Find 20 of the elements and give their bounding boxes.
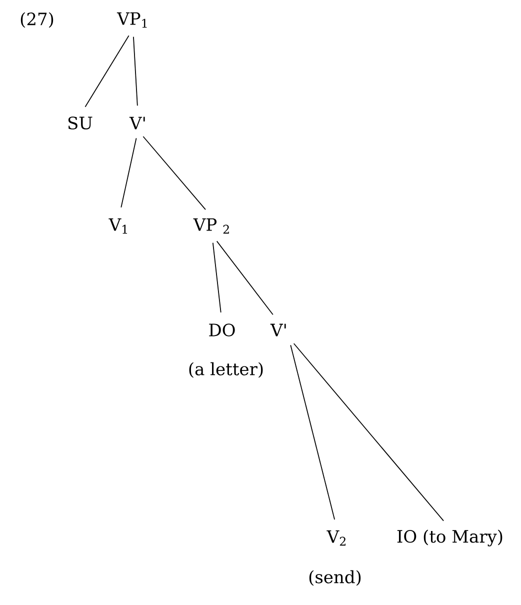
node-note: (a letter) <box>189 362 263 378</box>
tree-branch <box>133 36 138 106</box>
tree-label: VP$_{1}$ <box>116 12 147 28</box>
tree-label: V$_{1}$ <box>108 218 127 234</box>
tree-branch <box>212 242 222 313</box>
example-number: (27) <box>20 12 54 28</box>
tree-branch <box>290 344 335 520</box>
tree-branch <box>142 136 206 210</box>
tree-branch <box>216 240 274 316</box>
tree-branch <box>120 138 137 208</box>
tree-branch <box>293 343 444 522</box>
tree-label: V' <box>270 324 286 336</box>
tree-label: DO <box>209 324 235 336</box>
node-note: (send) <box>309 570 361 586</box>
tree-branch <box>84 35 130 108</box>
tree-label: SU <box>68 116 92 130</box>
tree-label: IO (to Mary) <box>397 530 502 546</box>
tree-label: VP $_{2}$ <box>193 218 229 234</box>
tree-label: V' <box>129 116 145 130</box>
tree-label: V$_{2}$ <box>326 530 346 546</box>
